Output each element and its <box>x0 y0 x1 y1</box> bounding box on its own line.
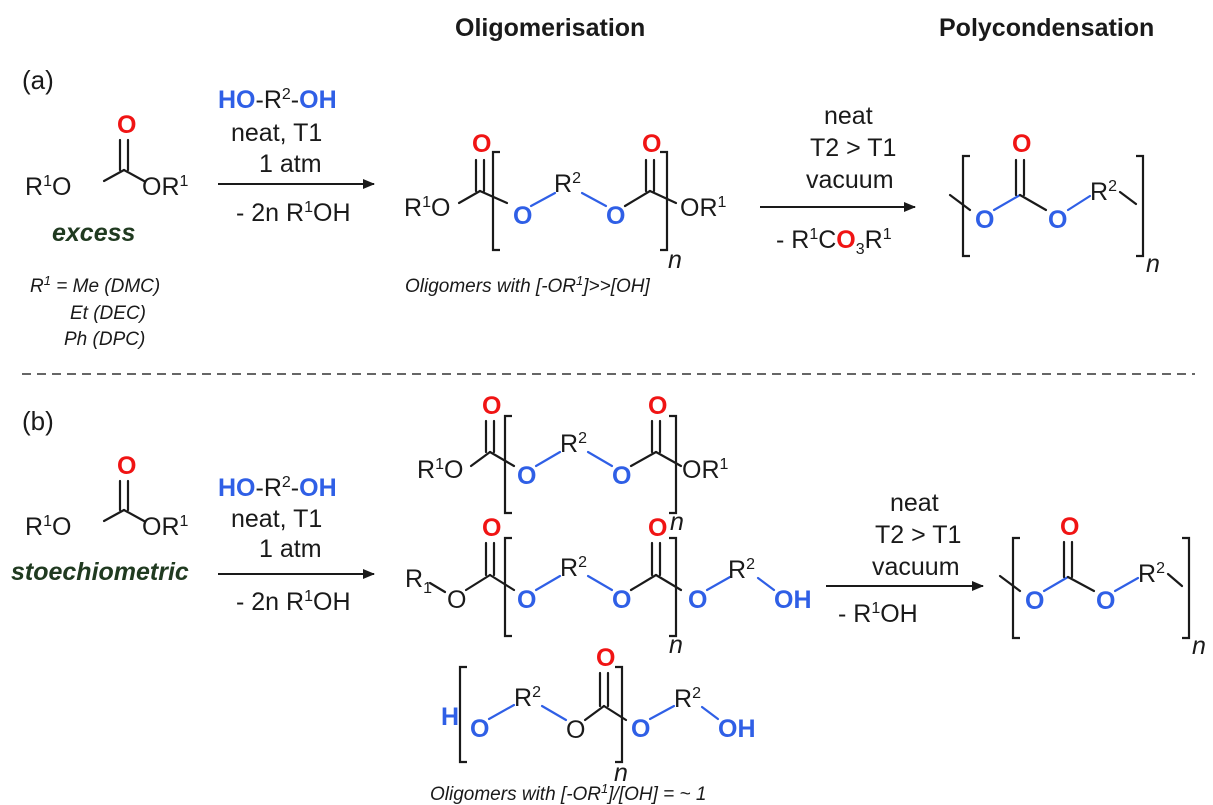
svg-text:Et (DEC): Et (DEC) <box>70 303 146 324</box>
svg-text:H: H <box>441 703 459 731</box>
svg-text:OR1: OR1 <box>680 194 727 222</box>
svg-text:neat, T1: neat, T1 <box>231 505 322 533</box>
svg-text:O: O <box>1060 513 1079 541</box>
polycarbonate-b: O O O R2 n <box>998 513 1206 660</box>
carbonyl-oxygen: O <box>117 111 136 139</box>
svg-text:T2 > T1: T2 > T1 <box>875 521 961 549</box>
svg-text:T2 > T1: T2 > T1 <box>810 134 896 162</box>
svg-text:n: n <box>670 508 684 536</box>
svg-text:R2: R2 <box>1138 560 1165 588</box>
svg-text:R2: R2 <box>560 554 587 582</box>
svg-text:n: n <box>669 631 683 659</box>
polycondensation-arrow-b: neat T2 > T1 vacuum - R1OH <box>826 489 984 628</box>
svg-text:O: O <box>470 715 489 743</box>
svg-text:Ph (DPC): Ph (DPC) <box>64 329 145 350</box>
svg-text:neat: neat <box>824 102 873 130</box>
svg-text:- 2n R1OH: - 2n R1OH <box>236 588 351 616</box>
svg-text:OH: OH <box>774 586 812 614</box>
svg-text:neat: neat <box>890 489 939 517</box>
excess-label: excess <box>52 219 136 247</box>
svg-text:O: O <box>606 202 625 230</box>
svg-text:O: O <box>482 514 501 542</box>
r1-definitions: R1 = Me (DMC) Et (DEC) Ph (DPC) <box>30 273 160 350</box>
svg-text:O: O <box>472 130 491 158</box>
polycondensation-header: Polycondensation <box>939 14 1154 42</box>
svg-text:O: O <box>596 644 615 672</box>
svg-text:O: O <box>688 586 707 614</box>
svg-text:HO-R2-OH: HO-R2-OH <box>218 474 337 502</box>
svg-text:R2: R2 <box>514 684 541 712</box>
oligomers-caption-b: Oligomers with [-OR1]/[OH] = ~ 1 <box>430 781 706 805</box>
svg-text:n: n <box>1192 632 1206 660</box>
svg-text:O: O <box>517 462 536 490</box>
oligomerisation-arrow-b: HO-R2-OH neat, T1 1 atm - 2n R1OH <box>218 474 375 616</box>
panel-b-label: (b) <box>22 406 54 436</box>
dialkyl-carbonate-a: O R1O OR1 <box>25 111 189 201</box>
svg-text:OR1: OR1 <box>142 173 189 201</box>
oligomerisation-header: Oligomerisation <box>455 14 645 42</box>
svg-text:O: O <box>648 392 667 420</box>
svg-text:O: O <box>517 586 536 614</box>
svg-text:R2: R2 <box>560 430 587 458</box>
svg-text:R1: R1 <box>405 565 432 597</box>
svg-text:R2: R2 <box>1090 178 1117 206</box>
polycarbonate-a: O O O R2 n <box>948 130 1160 278</box>
svg-text:O: O <box>631 715 650 743</box>
svg-text:O: O <box>117 452 136 480</box>
oligomer-a: R1O O O R2 O O n OR1 <box>404 130 727 274</box>
svg-text:n: n <box>1146 250 1160 278</box>
svg-text:O: O <box>513 202 532 230</box>
svg-text:O: O <box>648 514 667 542</box>
svg-text:O: O <box>482 392 501 420</box>
svg-text:OR1: OR1 <box>142 513 189 541</box>
svg-text:n: n <box>614 759 628 787</box>
svg-text:R2: R2 <box>554 170 581 198</box>
svg-text:R1O: R1O <box>25 513 71 541</box>
svg-text:O: O <box>642 130 661 158</box>
polycondensation-arrow-a: neat T2 > T1 vacuum - R1CO3R1 <box>760 102 916 258</box>
svg-text:OH: OH <box>718 715 756 743</box>
svg-text:OR1: OR1 <box>682 456 729 484</box>
svg-text:O: O <box>1048 206 1067 234</box>
svg-text:R1O: R1O <box>417 456 463 484</box>
svg-text:R1 = Me (DMC): R1 = Me (DMC) <box>30 273 160 297</box>
svg-text:O: O <box>566 716 585 744</box>
svg-text:vacuum: vacuum <box>872 553 960 581</box>
oligomer-b-bottom: H O R2 O O n O R2 OH <box>441 644 756 787</box>
svg-text:O: O <box>1012 130 1031 158</box>
svg-text:O: O <box>612 462 631 490</box>
svg-text:R2: R2 <box>728 556 755 584</box>
svg-text:neat, T1: neat, T1 <box>231 119 322 147</box>
svg-text:- R1CO3R1: - R1CO3R1 <box>776 226 892 258</box>
svg-text:R1O: R1O <box>404 194 450 222</box>
svg-text:- R1OH: - R1OH <box>838 600 918 628</box>
stoichiometric-label: stoechiometric <box>11 558 189 586</box>
svg-text:HO-R2-OH: HO-R2-OH <box>218 86 337 114</box>
svg-text:R2: R2 <box>674 685 701 713</box>
oligomers-caption-a: Oligomers with [-OR1]>>[OH] <box>405 273 651 297</box>
svg-text:1 atm: 1 atm <box>259 535 322 563</box>
svg-text:O: O <box>975 206 994 234</box>
oligomer-b-top: R1O O O R2 O O n OR1 <box>417 392 729 536</box>
oligomer-b-middle: R1 O O O R2 O O n O R2 OH <box>405 514 812 659</box>
svg-text:R1O: R1O <box>25 173 71 201</box>
svg-text:- 2n R1OH: - 2n R1OH <box>236 199 351 227</box>
svg-text:O: O <box>447 586 466 614</box>
svg-text:vacuum: vacuum <box>806 166 894 194</box>
svg-text:O: O <box>1025 587 1044 615</box>
panel-a-label: (a) <box>22 65 54 95</box>
svg-text:O: O <box>612 586 631 614</box>
svg-text:1 atm: 1 atm <box>259 150 322 178</box>
svg-text:n: n <box>668 246 682 274</box>
svg-text:O: O <box>1096 587 1115 615</box>
dialkyl-carbonate-b: O R1O OR1 <box>25 452 189 541</box>
oligomerisation-arrow-a: HO-R2-OH neat, T1 1 atm - 2n R1OH <box>218 86 375 227</box>
